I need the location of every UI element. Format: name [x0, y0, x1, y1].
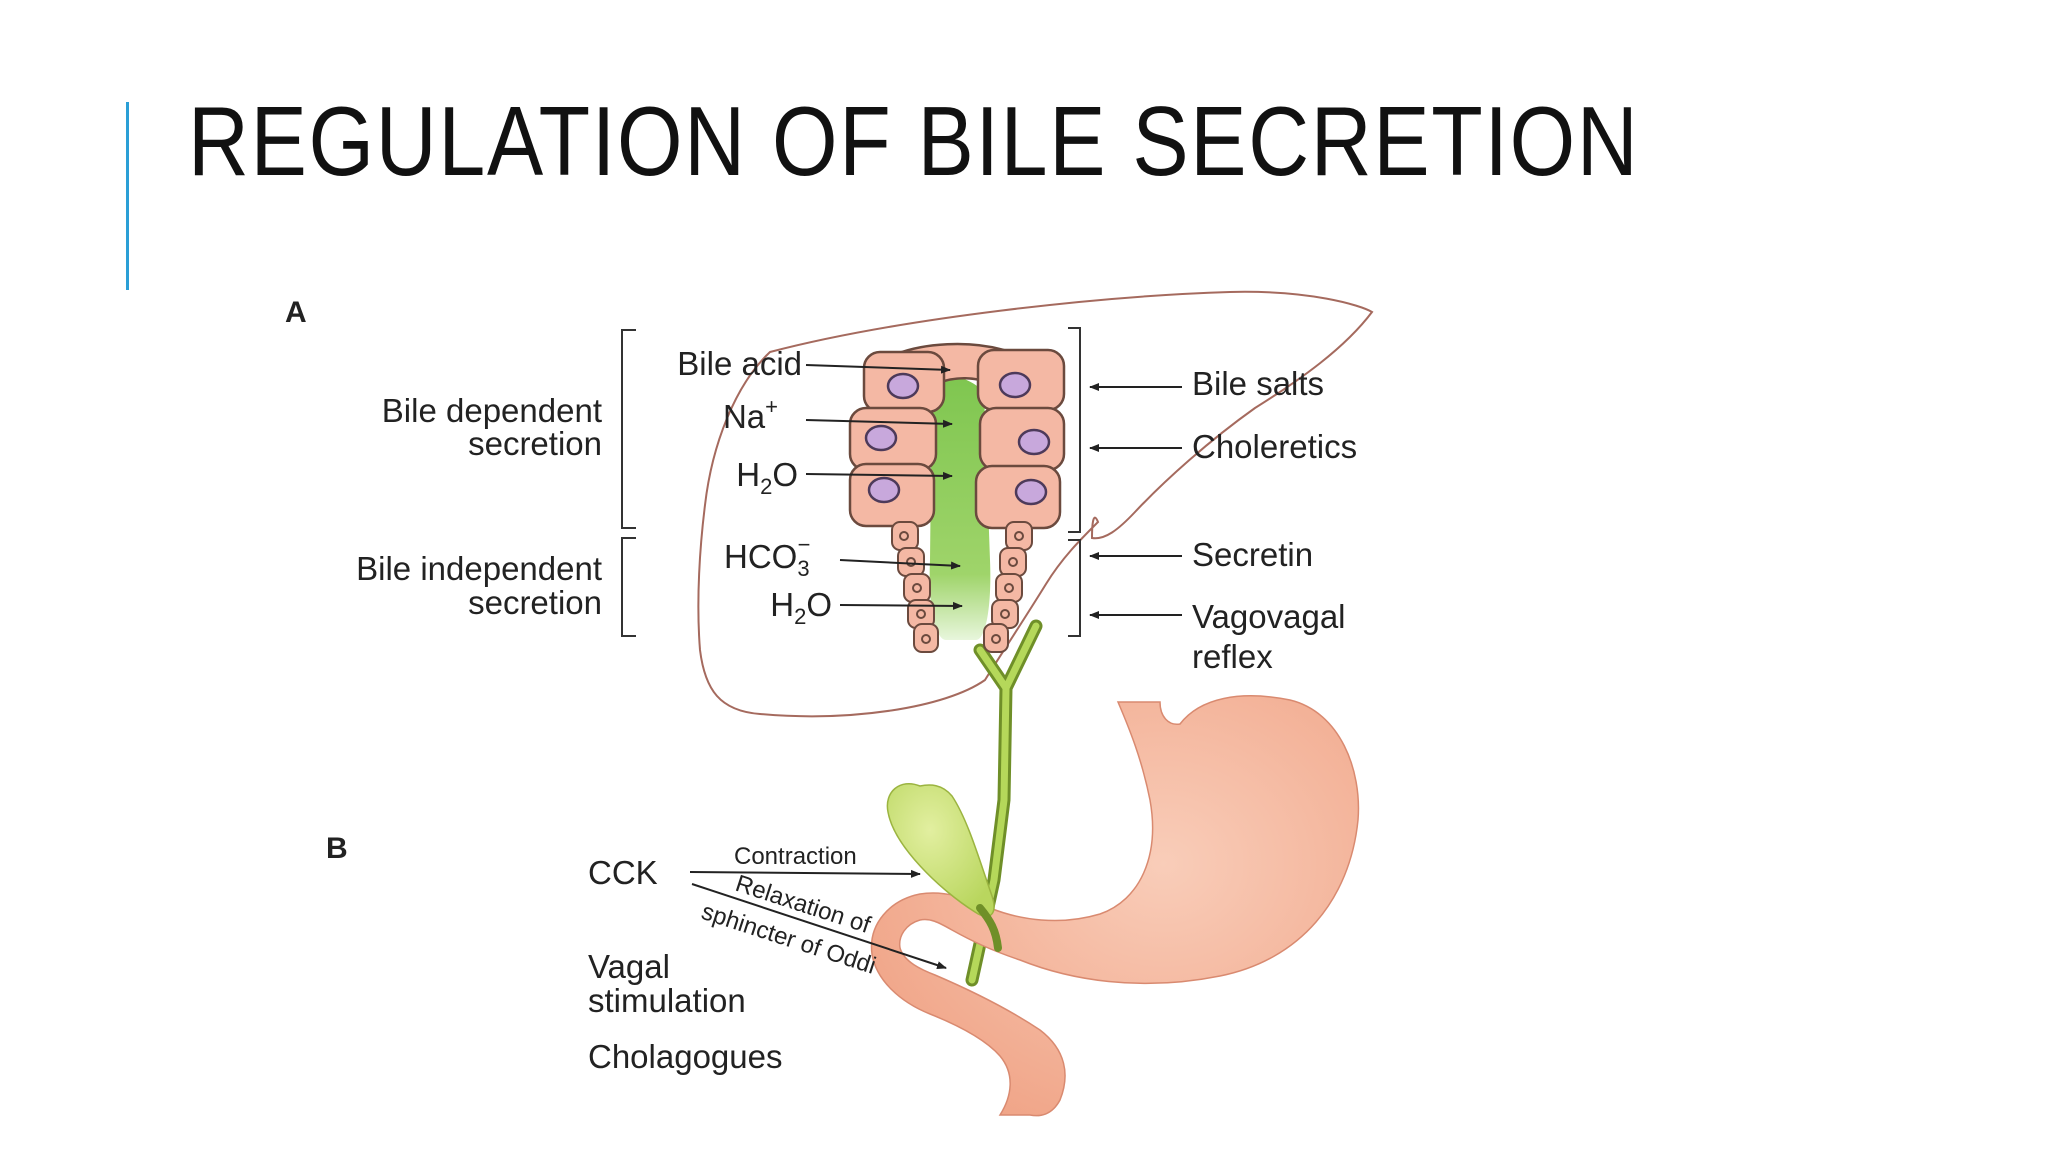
ductular-cell [999, 547, 1027, 577]
regulator-arrows [1089, 383, 1182, 619]
regulator-vagovagal-2: reflex [1192, 638, 1273, 675]
cholagogues-label: Cholagogues [588, 1038, 783, 1075]
ductular-cell [897, 547, 925, 577]
bile-dependent-bracket [621, 329, 636, 529]
ductular-nucleus [1004, 583, 1014, 593]
ion-label-sodium: Na+ [723, 394, 778, 435]
hepatocyte-nuclei [864, 371, 1051, 506]
contraction-arrow [689, 869, 921, 878]
water-arrow-1 [805, 471, 953, 480]
cystic-duct [976, 904, 1002, 952]
title-accent-bar [126, 102, 129, 290]
cck-label: CCK [588, 854, 658, 891]
ductular-cell [903, 573, 931, 603]
liver-outline [697, 290, 1374, 718]
bile-canaliculus [929, 376, 991, 640]
ion-label-bile-acid: Bile acid [677, 345, 802, 382]
ion-label-water-2: H2O [770, 586, 832, 629]
regulator-choleretics: Choleretics [1192, 428, 1357, 465]
nucleus [867, 476, 901, 504]
ion-label-bicarbonate: HCO3− [724, 532, 810, 581]
bile-dependent-label-2: secretion [468, 425, 602, 462]
ductular-nucleus [1008, 557, 1018, 567]
ductular-nucleus [912, 583, 922, 593]
slide-title: REGULATION OF BILE SECRETION [188, 86, 1640, 196]
ductular-cell [913, 623, 939, 653]
ductular-nucleus [906, 557, 916, 567]
bile-independent-label-2: secretion [468, 584, 602, 621]
relaxation-arrow [691, 883, 947, 969]
ductular-nuclei [899, 531, 1024, 644]
bile-independent-bracket [621, 537, 636, 637]
ion-arrows [805, 364, 963, 610]
nucleus [1017, 428, 1051, 456]
ductular-cell [995, 573, 1023, 603]
vagal-stimulation-label: Vagal [588, 948, 670, 985]
stomach [870, 695, 1360, 1117]
ductular-cell [891, 521, 919, 551]
vagal-stimulation-label-2: stimulation [588, 982, 746, 1019]
regulator-bile-salts: Bile salts [1192, 365, 1324, 402]
panel-a-letter: A [285, 296, 307, 329]
ductular-nucleus [921, 634, 931, 644]
nucleus [998, 371, 1032, 399]
nucleus [864, 424, 898, 452]
bicarbonate-arrow [839, 559, 961, 570]
ductular-nucleus [991, 634, 1001, 644]
contraction-label: Contraction [734, 843, 857, 870]
regulators-bracket [1068, 327, 1081, 637]
ductular-cell [983, 623, 1009, 653]
bile-acid-arrow [805, 364, 951, 374]
regulator-vagovagal: Vagovagal [1192, 598, 1346, 635]
bile-dependent-label: Bile dependent [382, 392, 602, 429]
bile-independent-label: Bile independent [356, 550, 602, 587]
water-arrow-2 [839, 601, 963, 610]
nucleus [886, 372, 920, 400]
regulator-secretin: Secretin [1192, 536, 1313, 573]
ductular-nucleus [899, 531, 909, 541]
ductular-cell [1005, 521, 1033, 551]
ductular-nucleus [916, 609, 926, 619]
ductular-nucleus [1014, 531, 1024, 541]
ion-label-water-1: H2O [736, 456, 798, 499]
ductular-cells [891, 521, 1033, 653]
sodium-arrow [805, 419, 953, 428]
nucleus [1014, 478, 1048, 506]
ductular-nucleus [1000, 609, 1010, 619]
panel-b-letter: B [326, 832, 348, 865]
